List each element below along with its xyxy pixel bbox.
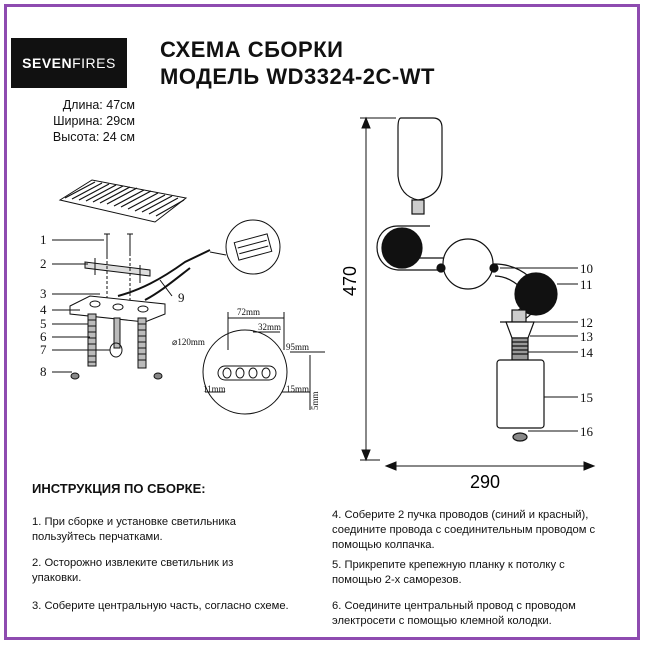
- part-number-14: 14: [580, 345, 594, 360]
- part-number-8: 8: [40, 364, 47, 379]
- measure-5: 5mm: [310, 391, 320, 410]
- part-number-6: 6: [40, 329, 47, 344]
- dimensions-block: Длина: 47см Ширина: 29см Высота: 24 см: [40, 97, 135, 145]
- part-number-12: 12: [580, 315, 593, 330]
- brand-part1: SEVEN: [22, 55, 73, 71]
- part-number-16: 16: [580, 424, 594, 439]
- measure-11: 11mm: [203, 384, 226, 394]
- measure-32: 32mm: [258, 322, 281, 332]
- ball-dark-right: [514, 272, 558, 316]
- instruction-step-3: 3. Соберите центральную часть, согласно …: [32, 600, 289, 612]
- bottom-shade: [496, 359, 545, 429]
- measure-15: 15mm: [286, 384, 309, 394]
- assembled-lamp: [360, 116, 596, 471]
- part-number-7: 7: [40, 342, 47, 357]
- ball-clear: [442, 238, 494, 290]
- dimension-lines: [360, 116, 596, 471]
- brand-part2: FIRES: [72, 55, 116, 71]
- top-shade: [397, 117, 443, 201]
- left-measurements: ⌀120mm 72mm 32mm 95mm 11mm 15mm 5mm: [172, 307, 320, 410]
- measure-95: 95mm: [286, 342, 309, 352]
- part-number-1: 1: [40, 232, 47, 247]
- title-line-1: СХЕМА СБОРКИ: [160, 37, 344, 62]
- left-leaders: [52, 239, 173, 373]
- right-part-numbers: 10 11 12 13 14 15 16: [580, 261, 594, 439]
- dimension-width: Ширина: 29см: [53, 114, 135, 128]
- right-leaders: [500, 267, 578, 432]
- part-number-5: 5: [40, 316, 47, 331]
- part-number-2: 2: [40, 256, 47, 271]
- part-number-4: 4: [40, 302, 47, 317]
- dimension-length: Длина: 47см: [62, 98, 135, 112]
- title-line-2: МОДЕЛЬ WD3324-2C-WT: [160, 64, 435, 89]
- instruction-step-2: 2. Осторожно извлеките светильник из упа…: [32, 557, 234, 584]
- part-number-13: 13: [580, 329, 593, 344]
- part-number-9: 9: [178, 290, 185, 305]
- height-dimension: 470: [340, 266, 360, 296]
- dimension-height: Высота: 24 см: [52, 130, 135, 144]
- left-part-numbers: 1 2 3 4 5 6 7 8 9: [40, 232, 185, 379]
- part-number-10: 10: [580, 261, 593, 276]
- instructions-heading: ИНСТРУКЦИЯ ПО СБОРКЕ:: [32, 481, 206, 496]
- document-title: СХЕМА СБОРКИ МОДЕЛЬ WD3324-2C-WT: [160, 36, 435, 90]
- measure-72: 72mm: [237, 307, 260, 317]
- threaded-rods: [87, 313, 147, 369]
- ceiling-screws: [104, 233, 133, 256]
- mounting-plate: [84, 261, 151, 277]
- ceiling-hatch: [58, 179, 188, 223]
- instruction-step-4: 4. Соберите 2 пучка проводов (синий и кр…: [332, 509, 596, 551]
- nuts: [70, 372, 163, 380]
- instruction-step-1: 1. При сборке и установке светильника по…: [32, 516, 236, 543]
- part-number-3: 3: [40, 286, 47, 301]
- part-number-15: 15: [580, 390, 593, 405]
- measure-d120: ⌀120mm: [172, 337, 205, 347]
- page-frame: [4, 4, 640, 640]
- instruction-step-6: 6. Соедините центральный провод с провод…: [332, 600, 576, 627]
- width-dimension: 290: [470, 472, 500, 492]
- instruction-step-5: 5. Прикрепите крепежную планку к потолку…: [332, 559, 565, 586]
- ball-dark-left: [381, 227, 423, 269]
- part-number-11: 11: [580, 277, 593, 292]
- exploded-diagram: [52, 179, 325, 415]
